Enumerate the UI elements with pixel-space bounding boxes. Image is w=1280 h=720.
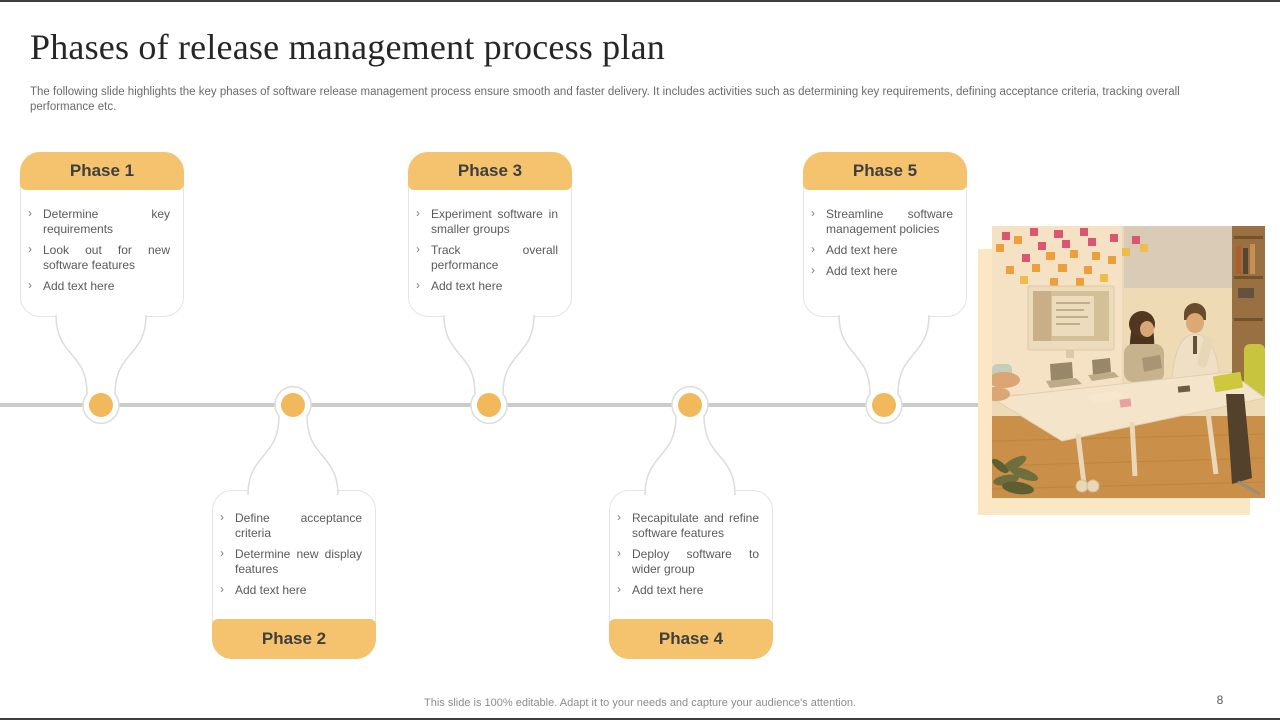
list-item: ›Deploy software to wider group bbox=[617, 546, 759, 576]
chevron-bullet-icon: › bbox=[28, 278, 32, 292]
chevron-bullet-icon: › bbox=[811, 242, 815, 256]
chevron-bullet-icon: › bbox=[28, 206, 32, 220]
phase-header: Phase 4 bbox=[609, 619, 773, 659]
phase-card-2: Phase 2 ›Define acceptance criteria ›Det… bbox=[212, 490, 376, 659]
slide-top-border bbox=[0, 0, 1280, 2]
list-item: ›Add text here bbox=[416, 278, 503, 293]
footer-note: This slide is 100% editable. Adapt it to… bbox=[424, 697, 856, 709]
timeline-node-3 bbox=[443, 315, 535, 424]
chevron-bullet-icon: › bbox=[811, 263, 815, 277]
chevron-bullet-icon: › bbox=[28, 242, 32, 256]
chevron-bullet-icon: › bbox=[220, 582, 224, 596]
phase-header: Phase 1 bbox=[20, 152, 184, 190]
chevron-bullet-icon: › bbox=[617, 546, 621, 560]
list-item: ›Add text here bbox=[811, 242, 898, 257]
list-item: ›Track overall performance bbox=[416, 242, 558, 272]
chevron-bullet-icon: › bbox=[220, 510, 224, 524]
sticky-notes bbox=[996, 228, 1148, 286]
phase-header: Phase 5 bbox=[803, 152, 967, 190]
phase-header: Phase 3 bbox=[408, 152, 572, 190]
phase-card-5: Phase 5 ›Streamline software management … bbox=[803, 152, 967, 317]
timeline-node-5 bbox=[838, 315, 930, 424]
slide-bottom-border bbox=[0, 718, 1280, 720]
chevron-bullet-icon: › bbox=[416, 206, 420, 220]
phase-list: ›Experiment software in smaller groups ›… bbox=[409, 206, 571, 300]
chevron-bullet-icon: › bbox=[416, 242, 420, 256]
chevron-bullet-icon: › bbox=[220, 546, 224, 560]
phase-list: ›Determine key requirements ›Look out fo… bbox=[21, 206, 183, 300]
list-item: ›Add text here bbox=[811, 263, 898, 278]
office-team-photo bbox=[992, 226, 1265, 498]
chevron-bullet-icon: › bbox=[617, 510, 621, 524]
list-item: ›Recapitulate and refine software featur… bbox=[617, 510, 759, 540]
phase-list: ›Streamline software management policies… bbox=[804, 206, 966, 285]
list-item: ›Experiment software in smaller groups bbox=[416, 206, 558, 236]
list-item: ›Determine new display features bbox=[220, 546, 362, 576]
page-number: 8 bbox=[1216, 693, 1224, 707]
page-title: Phases of release management process pla… bbox=[30, 27, 665, 67]
phase-card-1: Phase 1 ›Determine key requirements ›Loo… bbox=[20, 152, 184, 317]
phase-card-3: Phase 3 ›Experiment software in smaller … bbox=[408, 152, 572, 317]
chevron-bullet-icon: › bbox=[416, 278, 420, 292]
list-item: ›Look out for new software features bbox=[28, 242, 170, 272]
list-item: ›Streamline software management policies bbox=[811, 206, 953, 236]
slide-subtitle: The following slide highlights the key p… bbox=[30, 86, 1180, 113]
wall-monitor bbox=[1027, 285, 1115, 358]
list-item: ›Define acceptance criteria bbox=[220, 510, 362, 540]
timeline-node-1 bbox=[55, 315, 147, 424]
phase-list: ›Recapitulate and refine software featur… bbox=[610, 510, 772, 604]
list-item: ›Add text here bbox=[617, 582, 704, 597]
timeline-node-4 bbox=[644, 386, 736, 495]
phase-card-4: Phase 4 ›Recapitulate and refine softwar… bbox=[609, 490, 773, 659]
list-item: ›Determine key requirements bbox=[28, 206, 170, 236]
plant bbox=[992, 455, 1039, 495]
phase-header: Phase 2 bbox=[212, 619, 376, 659]
chevron-bullet-icon: › bbox=[811, 206, 815, 220]
table-items bbox=[1046, 355, 1244, 408]
chevron-bullet-icon: › bbox=[617, 582, 621, 596]
list-item: ›Add text here bbox=[28, 278, 115, 293]
table-legs bbox=[1075, 411, 1219, 485]
list-item: ›Add text here bbox=[220, 582, 307, 597]
phase-list: ›Define acceptance criteria ›Determine n… bbox=[213, 510, 375, 604]
timeline-node-2 bbox=[247, 386, 339, 495]
